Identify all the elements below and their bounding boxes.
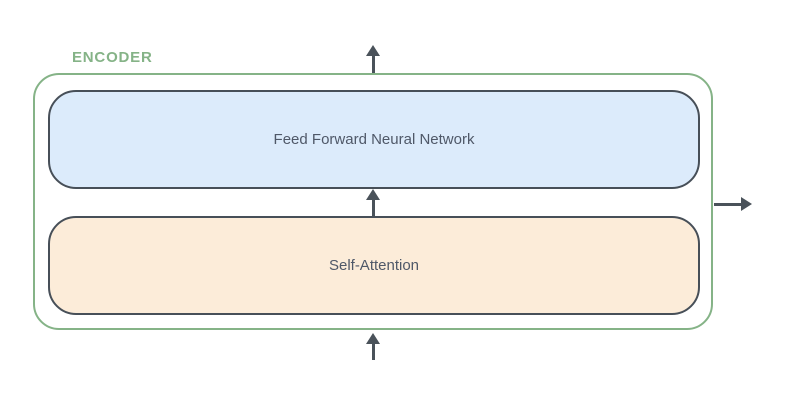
self-attention-block: Self-Attention	[48, 216, 700, 315]
arrow-shaft	[371, 200, 375, 216]
arrow-head	[366, 333, 380, 344]
arrow-head	[741, 197, 752, 211]
arrow-head	[366, 189, 380, 200]
arrow-shaft	[714, 202, 741, 206]
inter-block-arrow-icon	[366, 189, 380, 216]
arrow-head	[366, 45, 380, 56]
feed-forward-block: Feed Forward Neural Network	[48, 90, 700, 189]
arrow-shaft	[371, 344, 375, 360]
output-arrow-right-icon	[714, 197, 752, 211]
output-arrow-top-icon	[366, 45, 380, 73]
encoder-container	[33, 73, 713, 330]
arrow-shaft	[371, 56, 375, 73]
self-attention-label: Self-Attention	[328, 257, 420, 274]
feed-forward-label: Feed Forward Neural Network	[273, 131, 475, 148]
encoder-label: ENCODER	[72, 49, 153, 66]
input-arrow-bottom-icon	[366, 333, 380, 360]
